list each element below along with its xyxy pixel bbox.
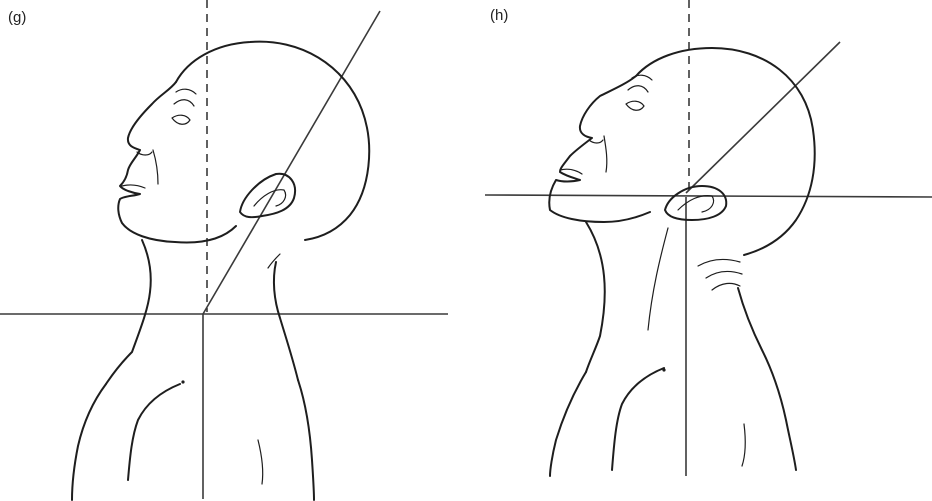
panel-h-arm-curve — [611, 367, 665, 471]
panel-g-ear — [239, 172, 296, 219]
panel-g-label: (g) — [8, 9, 26, 26]
panel-g-eyelid — [173, 99, 195, 107]
panel-g-arm-inner — [257, 439, 264, 485]
panel-g-mark-dot — [181, 380, 185, 384]
panel-g-head-outline — [175, 40, 371, 241]
panel-h-cheek-line — [603, 135, 608, 173]
panel-h-label: (h) — [490, 7, 508, 24]
panel-h-eyebrow — [631, 74, 653, 81]
panel-h-neck-back — [737, 287, 797, 471]
panel-g-angle-line — [202, 10, 381, 315]
panel-h-nostril — [588, 139, 604, 144]
panel-h-angle-line — [685, 41, 841, 194]
panel-h-neck-fold-3 — [711, 282, 741, 291]
panel-h-neck-fold-2 — [705, 270, 743, 279]
panel-h-head-outline — [635, 47, 816, 256]
panel-h-neck-muscle — [647, 227, 669, 331]
panel-h-ear-inner — [677, 195, 715, 213]
panel-g-cheek-line — [152, 149, 159, 185]
panel-h-neck-fold-1 — [697, 258, 741, 267]
panel-h-neck-front — [585, 221, 606, 373]
panel-g-shoulder-back — [297, 379, 315, 501]
panel-h-lip — [559, 168, 583, 175]
panel-h-arm-inner — [741, 423, 746, 467]
panel-h-eyelid — [627, 85, 649, 93]
panel-g-eyebrow — [175, 88, 197, 95]
panel-h-eye — [625, 100, 645, 111]
panel-g-neck-crease — [267, 253, 281, 269]
panel-h-face-profile — [548, 75, 651, 223]
panel-h-shoulder-front — [549, 371, 587, 477]
panel-g-shoulder-front — [71, 383, 107, 501]
panel-h-ear — [664, 185, 728, 221]
panel-g-eye — [171, 114, 191, 125]
panel-h: (h) — [484, 0, 932, 477]
panel-h-mark-dot — [662, 368, 666, 372]
panel-g-arm-curve — [127, 383, 181, 481]
panel-g: (g) — [0, 0, 448, 501]
panel-g-neck-back — [272, 261, 299, 381]
panel-g-face-profile — [117, 81, 237, 244]
panel-g-ear-inner — [253, 189, 287, 207]
panel-g-lip — [121, 184, 146, 189]
panel-g-neck-front — [105, 239, 152, 385]
panel-g-nostril — [136, 151, 153, 156]
